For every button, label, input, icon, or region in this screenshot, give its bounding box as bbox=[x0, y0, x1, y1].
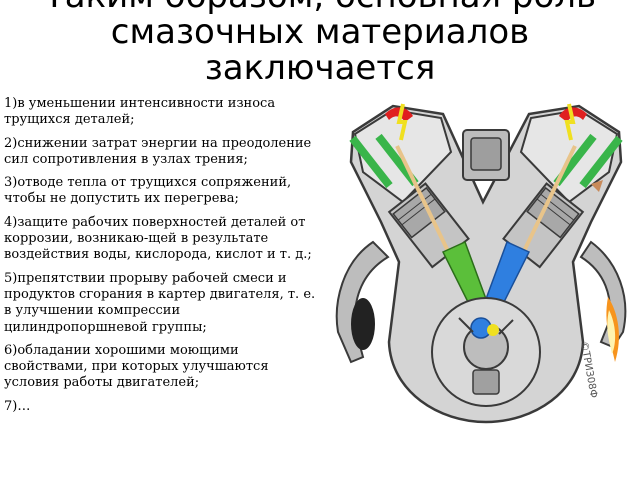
list-item: 6)обладании хорошими моющими свойствами,… bbox=[4, 342, 269, 391]
watermark: ©ТРИЗ08Ф bbox=[578, 341, 599, 400]
list-item: 1)в уменьшении интенсивности износа трущ… bbox=[4, 96, 276, 128]
list-item: 5)препятствии прорыву рабочей смеси и пр… bbox=[4, 270, 316, 335]
list-item: 4)защите рабочих поверхностей деталей от… bbox=[4, 214, 312, 263]
slide-title: Таким образом, основная роль смазочных м… bbox=[44, 0, 596, 88]
list-item: 3)отводе тепла от трущихся сопряжений, ч… bbox=[4, 175, 292, 207]
list-item: 2)снижении затрат энергии на преодоление… bbox=[4, 135, 312, 167]
lubricant-roles-list: 1)в уменьшении интенсивности износа трущ… bbox=[4, 96, 324, 422]
list-item: 7)… bbox=[4, 398, 31, 414]
v-engine-cutaway-icon: ©ТРИЗ08Ф bbox=[333, 92, 639, 426]
